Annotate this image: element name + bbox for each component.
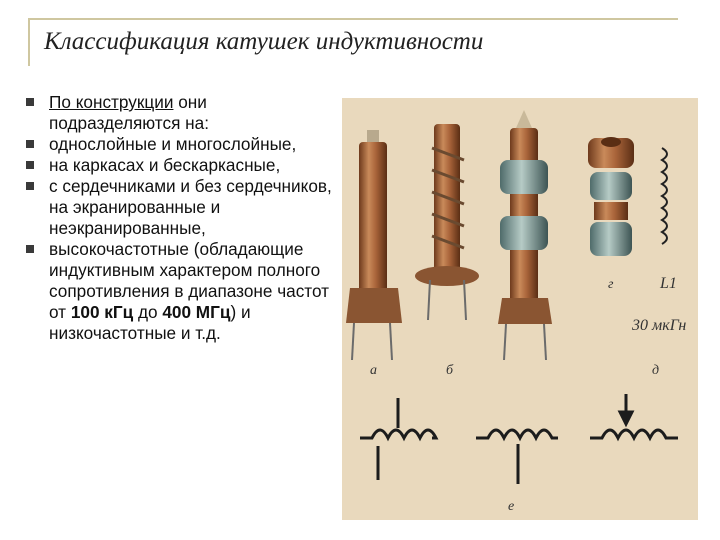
bullet-item: высокочастотные (обладающие индуктивным … (22, 239, 342, 344)
bullet-item: По конструкции они подразделяются на: (22, 92, 342, 134)
bullet-marker (26, 245, 34, 253)
bullet-marker (26, 182, 34, 190)
inductor-g-icon (588, 137, 634, 256)
bullet-item: однослойные и многослойные, (22, 134, 342, 155)
label-a: а (370, 363, 377, 378)
bullet-item: на каркасах и бескаркасные, (22, 155, 342, 176)
frame-top-line (28, 18, 678, 20)
bullet-marker (26, 161, 34, 169)
inductor-symbol-icon (590, 428, 678, 442)
bullet-text: высокочастотные (обладающие индуктивным … (49, 239, 330, 322)
bullet-continuation: на экранированные и неэкранированные, (49, 197, 221, 238)
bullet-list: По конструкции они подразделяются на: од… (22, 92, 342, 344)
bullet-text: однослойные и многослойные, (49, 134, 297, 154)
bullet-item: с сердечниками и без сердечников, на экр… (22, 176, 342, 239)
bullet-marker (26, 140, 34, 148)
freq-high: 400 МГц (162, 302, 231, 322)
coil-symbol-icon (660, 147, 668, 245)
bullet-text: они подразделяются на: (49, 92, 209, 133)
inductance-value: 30 мкГн (631, 317, 686, 334)
freq-low: 100 кГц (70, 302, 134, 322)
inductor-symbol-icon (476, 428, 558, 442)
label-g: г (608, 277, 614, 292)
bullet-text: с сердечниками и без сердечников, (49, 176, 332, 196)
bullet-lead: По конструкции (49, 92, 174, 112)
inductors-illustration: L1 30 мкГн а б г д е (342, 98, 698, 520)
bullet-marker (26, 98, 34, 106)
inductor-symbol-icon (360, 428, 439, 442)
designator-label: L1 (659, 275, 677, 292)
label-b: б (446, 363, 454, 378)
schematic-symbols (360, 394, 678, 484)
inductor-b-icon (415, 124, 479, 321)
inductor-a-icon (346, 130, 402, 361)
label-e: е (508, 499, 514, 514)
frame-left-line (28, 18, 30, 66)
inductor-v-icon (498, 110, 552, 361)
bullet-text: на каркасах и бескаркасные, (49, 155, 281, 175)
bullet-text: до (133, 302, 163, 322)
label-d: д (652, 363, 659, 378)
bullet-text: ) и низкочастотные и т.д. (49, 302, 251, 343)
slide-title: Классификация катушек индуктивности (44, 28, 484, 55)
